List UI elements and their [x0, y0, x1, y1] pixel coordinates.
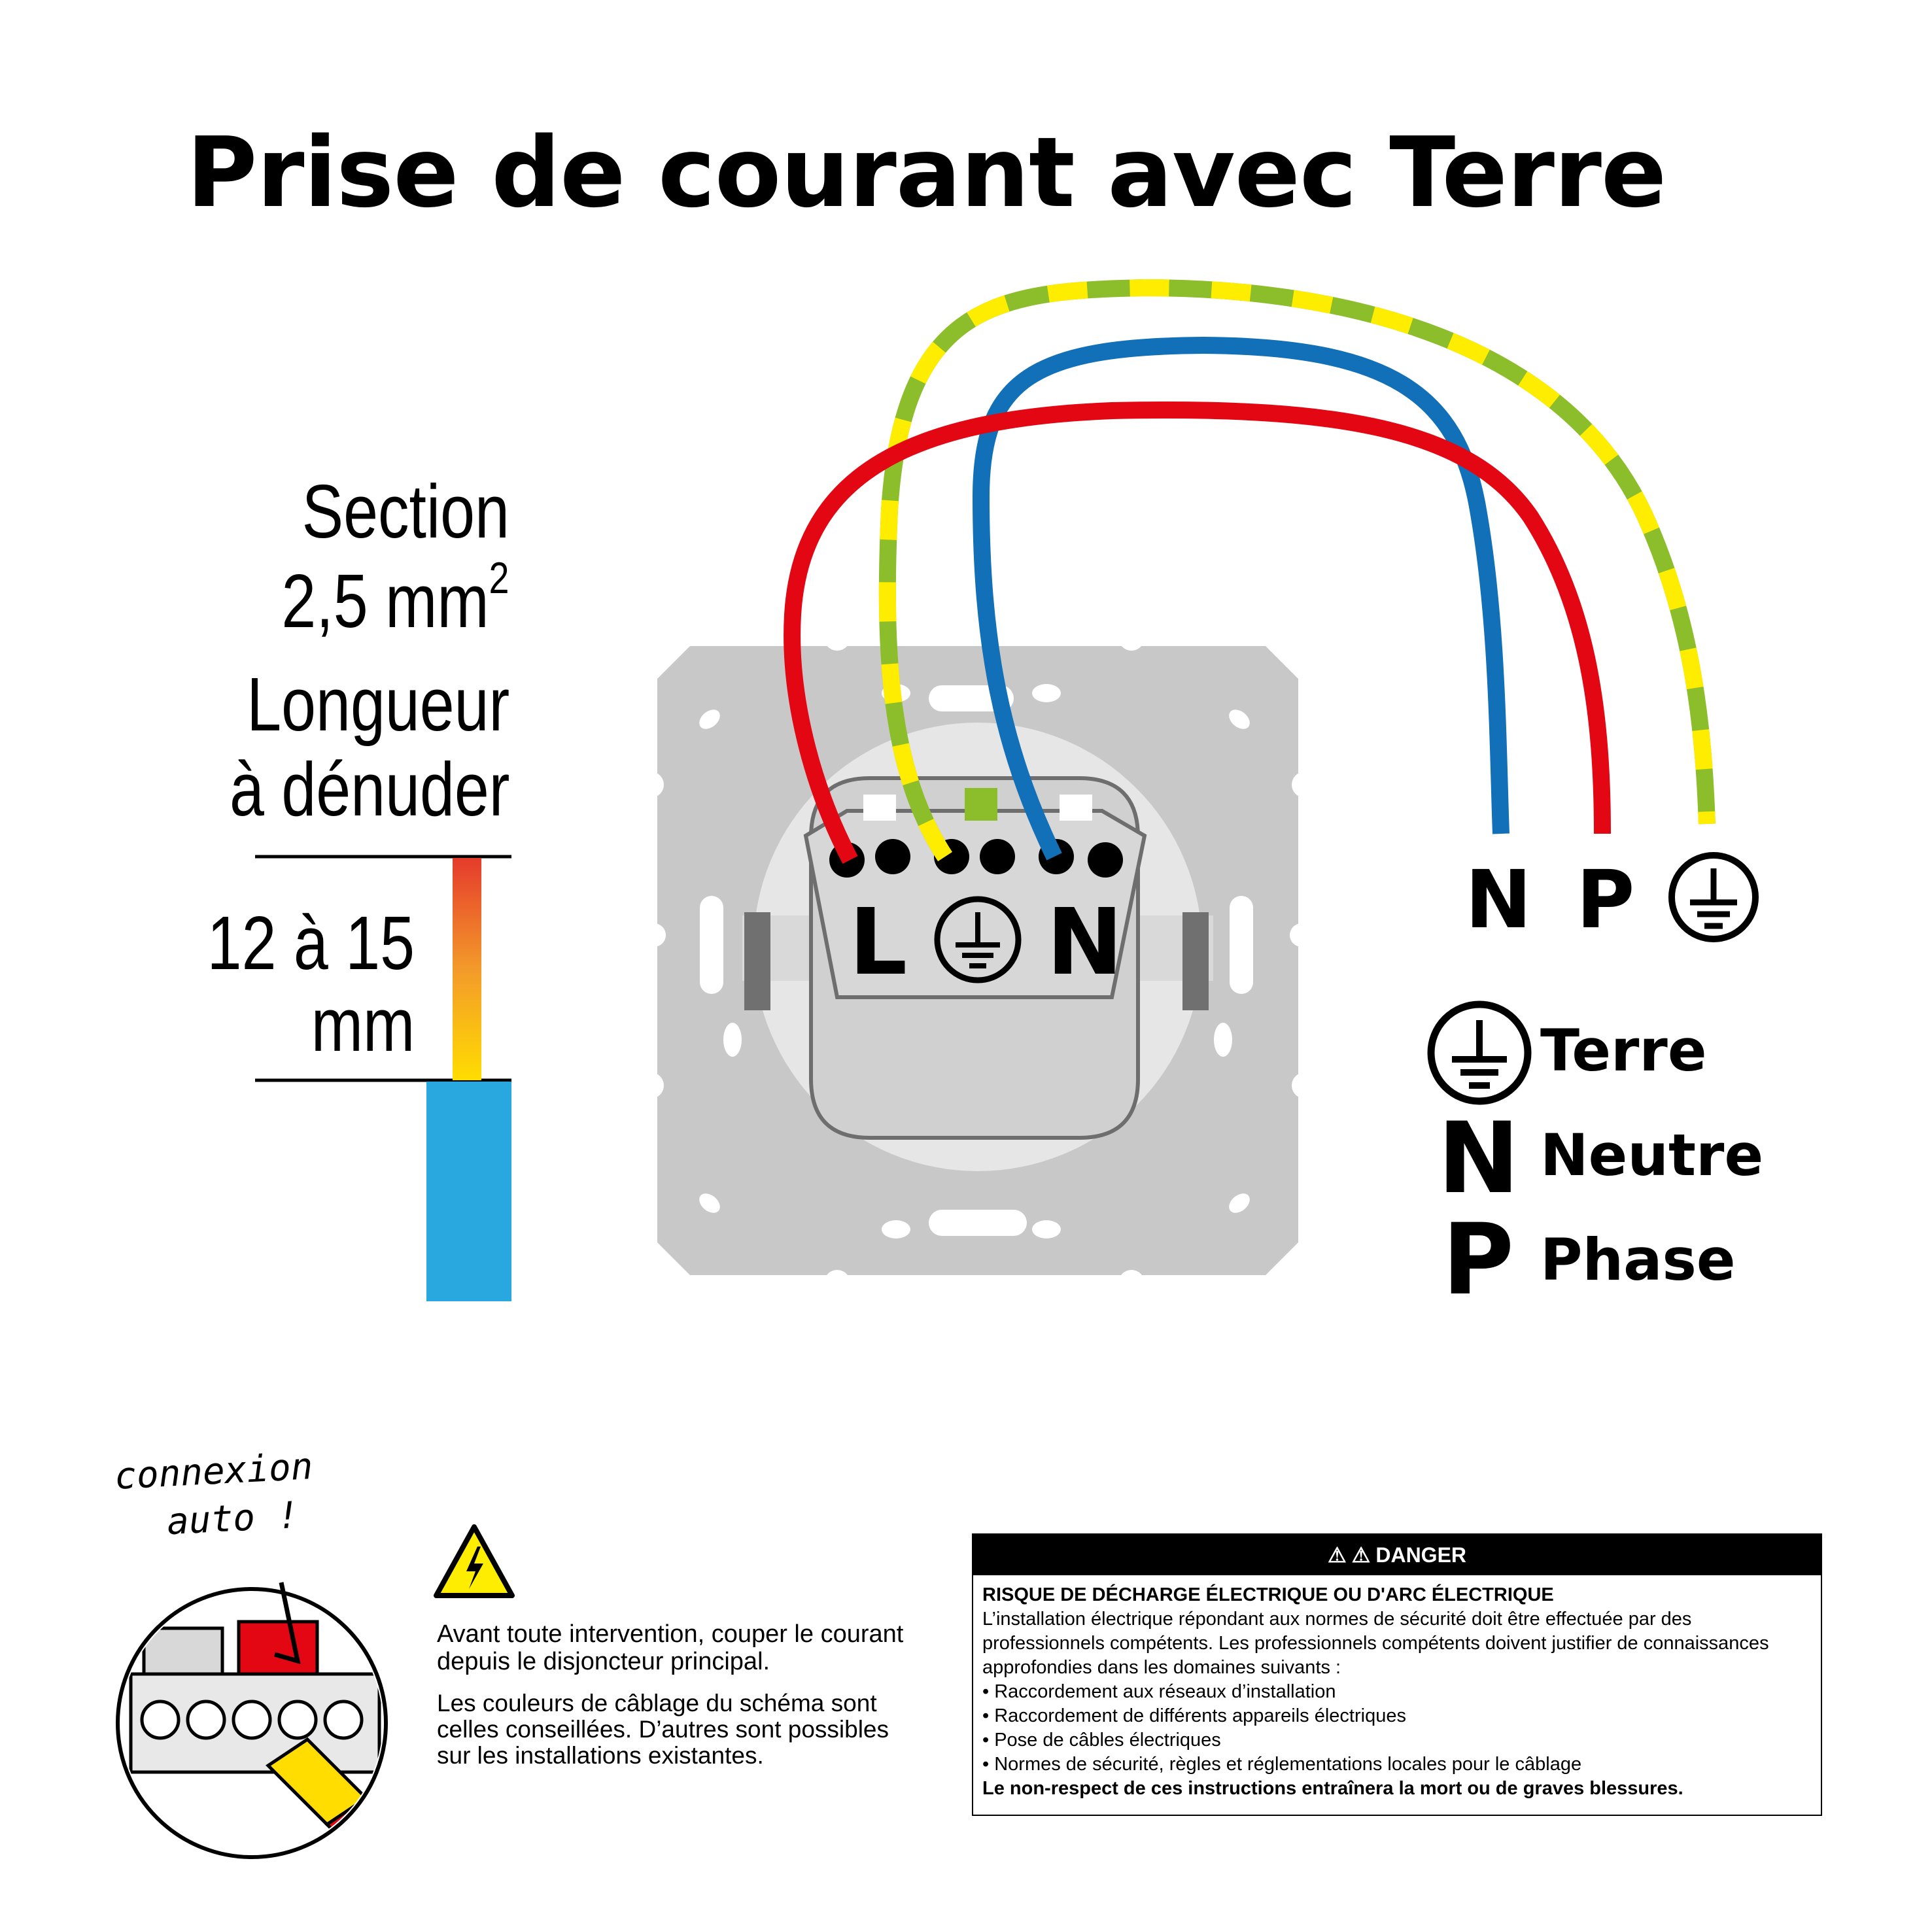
list-item: • Normes de sécurité, règles et réglemen…	[982, 1754, 1582, 1775]
legend-symbol-P: P	[1442, 1203, 1514, 1317]
connexion-auto-label-2: auto !	[165, 1494, 300, 1544]
legend-symbol-N: N	[1438, 1102, 1520, 1216]
list-item: • Raccordement de différents appareils é…	[982, 1705, 1406, 1726]
danger-intro: L’installation électrique répondant aux …	[982, 1609, 1769, 1678]
warning-bold-text: Avant toute intervention, couper le cour…	[437, 1620, 903, 1675]
terminal-holes	[829, 839, 1123, 878]
legend-earth-icon	[1427, 1000, 1532, 1105]
earth-wire-stripes	[878, 279, 1716, 862]
wire-end-label-P: P	[1576, 853, 1635, 946]
danger-warning-icon-2: ⚠	[1351, 1543, 1371, 1567]
section-label: Section	[302, 469, 509, 554]
terminal-label-N: N	[1046, 889, 1124, 996]
warning-line-2: depuis le disjoncteur principal.	[437, 1648, 770, 1675]
legend-text-phase: Phase	[1540, 1226, 1736, 1293]
danger-header: ⚠ ⚠ DANGER	[973, 1535, 1821, 1575]
strip-length-label-2: à dénuder	[229, 747, 509, 832]
list-item: • Raccordement aux réseaux d’installatio…	[982, 1681, 1336, 1702]
list-item: • Pose de câbles électriques	[982, 1730, 1221, 1751]
legend-text-terre: Terre	[1540, 1017, 1707, 1084]
phase-wire	[784, 402, 1611, 864]
wire-end-label-N: N	[1465, 853, 1532, 946]
warning-line-1: Avant toute intervention, couper le cour…	[437, 1620, 904, 1648]
danger-warning-icon: ⚠	[1327, 1543, 1347, 1567]
connexion-auto-illustration	[116, 1582, 388, 1859]
socket-plate	[638, 624, 1318, 1296]
wire-insulation	[426, 1082, 511, 1301]
terminal-label-L: L	[849, 889, 908, 996]
legend-text-neutre: Neutre	[1540, 1121, 1764, 1189]
stripped-conductor	[453, 858, 481, 1080]
earth-icon	[934, 896, 1022, 983]
strip-length-label: Longueur	[247, 662, 509, 747]
danger-subtitle: RISQUE DE DÉCHARGE ÉLECTRIQUE OU D'ARC É…	[982, 1584, 1554, 1605]
danger-list: • Raccordement aux réseaux d’installatio…	[982, 1680, 1812, 1777]
wire-strip-illustration	[255, 855, 511, 1301]
warning-note: Les couleurs de câblage du schéma sont c…	[437, 1690, 889, 1769]
neutral-wire	[972, 336, 1509, 861]
warning-triangle-icon	[434, 1524, 515, 1598]
danger-body: RISQUE DE DÉCHARGE ÉLECTRIQUE OU D'ARC É…	[973, 1575, 1821, 1809]
section-value: 2,5 mm2	[281, 553, 509, 643]
strip-length-unit: mm	[311, 982, 415, 1067]
earth-terminal-icon	[1668, 852, 1759, 942]
danger-footer: Le non-respect de ces instructions entra…	[982, 1778, 1683, 1799]
strip-length-value: 12 à 15	[207, 900, 415, 985]
danger-box: ⚠ ⚠ DANGER RISQUE DE DÉCHARGE ÉLECTRIQUE…	[972, 1533, 1822, 1816]
page-title: Prise de courant avec Terre	[186, 116, 1666, 229]
danger-title: DANGER	[1375, 1543, 1467, 1567]
